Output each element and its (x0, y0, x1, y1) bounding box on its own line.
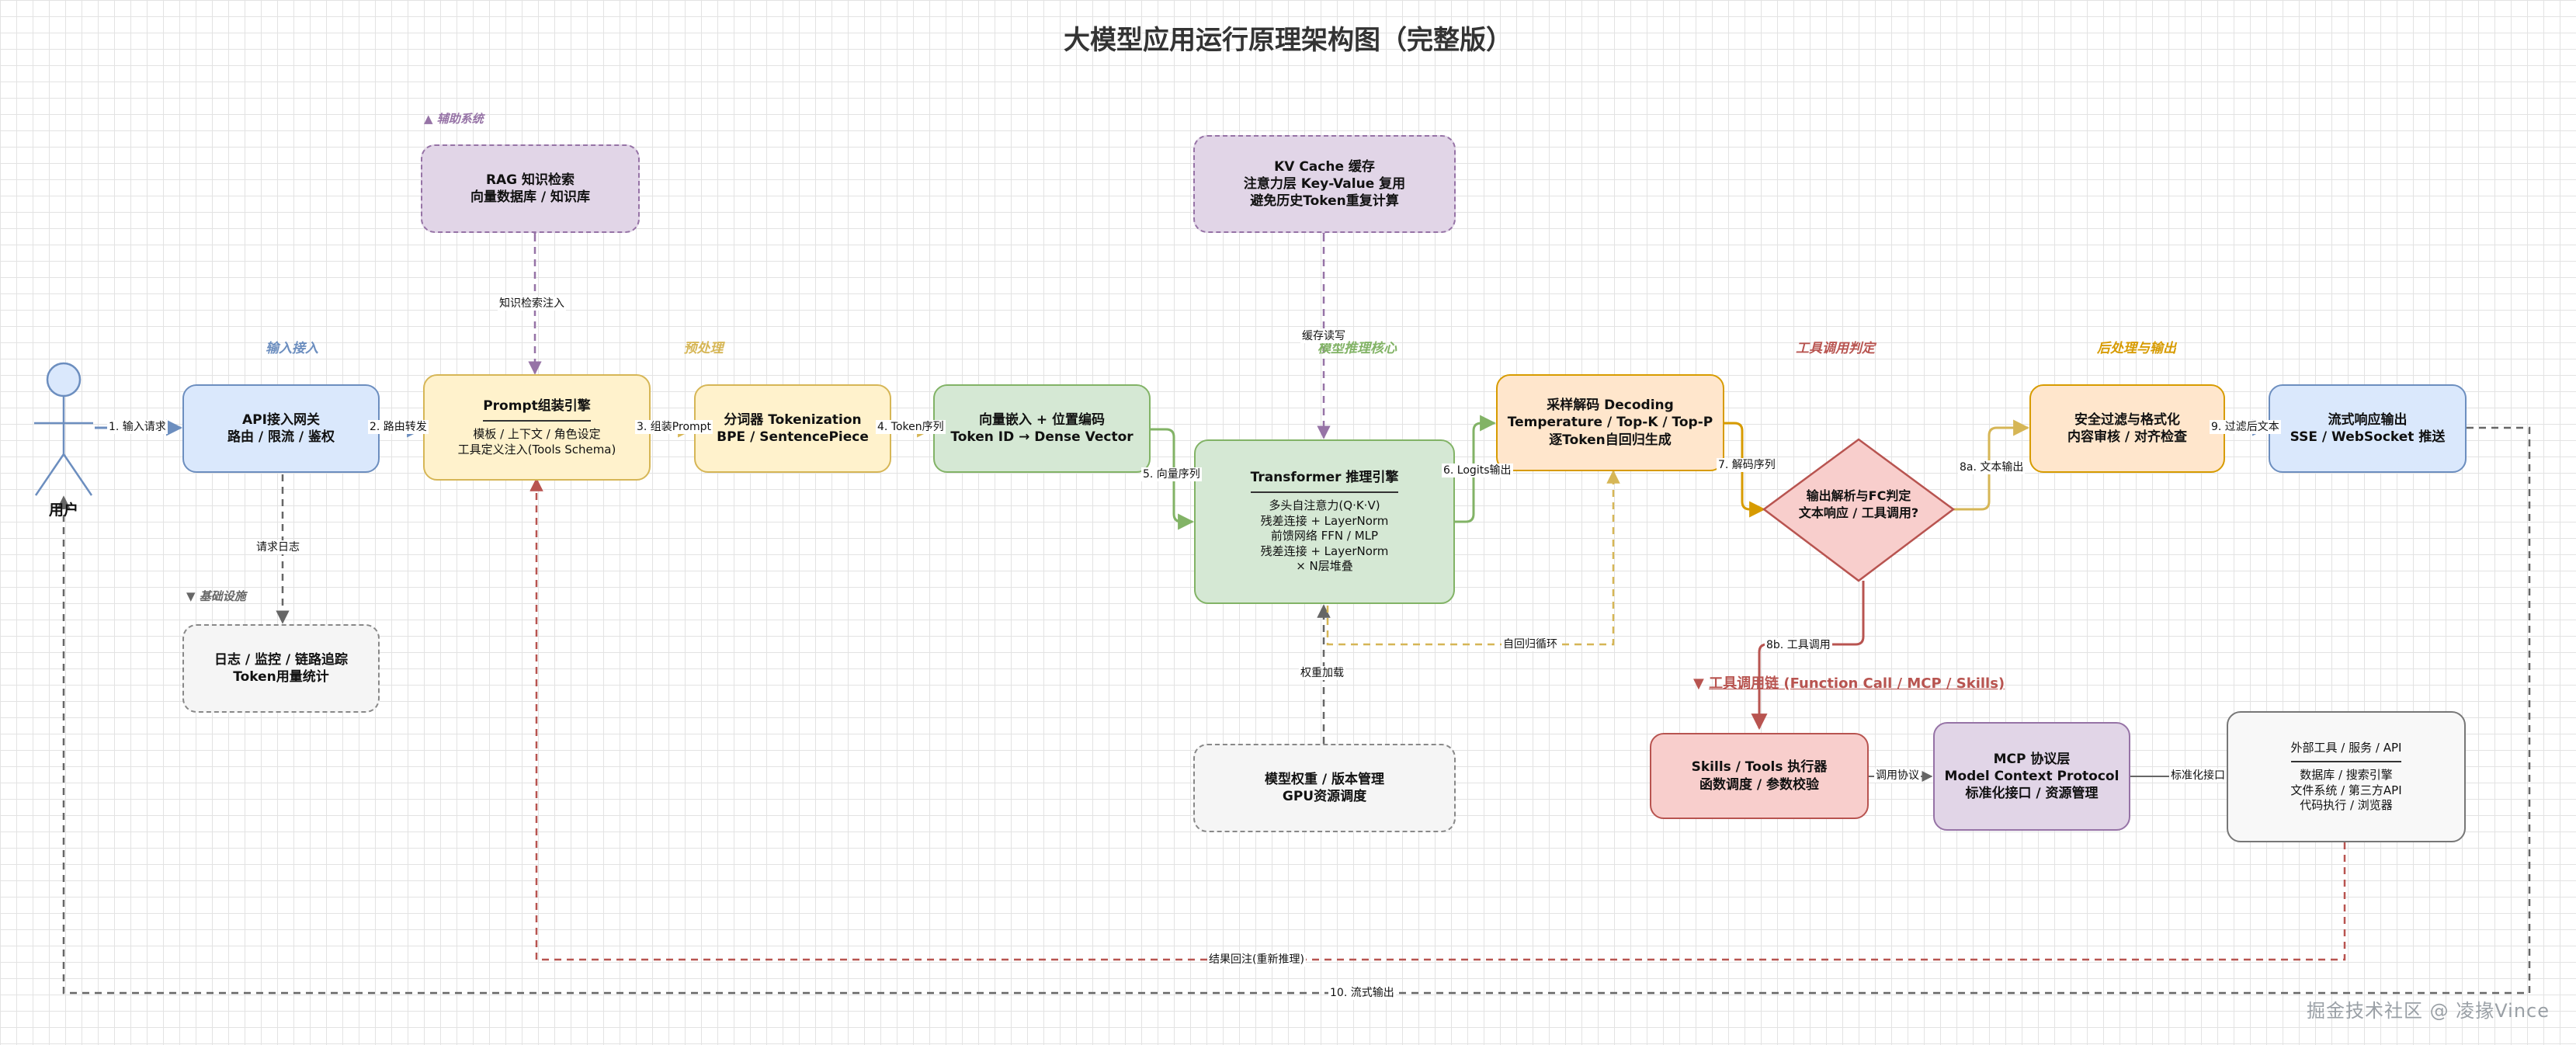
embedding-node: 向量嵌入 + 位置编码 Token ID → Dense Vector (933, 384, 1151, 473)
actor-icon (34, 362, 93, 496)
node-title: KV Cache 缓存 (1274, 158, 1375, 175)
edge-label-assemble-prompt: 3. 组装Prompt (635, 420, 713, 434)
node-line: × N层堆叠 (1296, 559, 1353, 574)
decoding-node: 采样解码 Decoding Temperature / Top-K / Top-… (1496, 374, 1724, 471)
node-title: 模型权重 / 版本管理 (1264, 771, 1385, 787)
page-title: 大模型应用运行原理架构图（完整版） (1064, 25, 1512, 56)
tokenizer-node: 分词器 Tokenization BPE / SentencePiece (694, 384, 891, 473)
node-title: 流式响应输出 (2328, 411, 2408, 428)
node-subtitle: 注意力层 Key-Value 复用 (1243, 175, 1406, 192)
node-subtitle: 向量数据库 / 知识库 (470, 189, 591, 205)
edge-label-tool-call: 8b. 工具调用 (1765, 638, 1832, 652)
node-title: API接入网关 (242, 411, 320, 428)
edge-label-cache-rw: 缓存读写 (1300, 329, 1347, 343)
node-subtitle: Token ID → Dense Vector (950, 429, 1134, 445)
decision-diamond (1762, 438, 1956, 582)
edge-label-standard-interface: 标准化接口 (2169, 769, 2227, 783)
edge-label-stream-output: 10. 流式输出 (1328, 986, 1396, 1000)
node-title: 外部工具 / 服务 / API (2290, 741, 2402, 762)
node-line: 残差连接 + LayerNorm (1260, 513, 1389, 528)
node-line: 模板 / 上下文 / 角色设定 (473, 427, 601, 442)
edge-label-logits-output: 6. Logits输出 (1442, 463, 1513, 477)
node-title: RAG 知识检索 (485, 172, 575, 188)
tool-chain-header: ▼ 工具调用链 (Function Call / MCP / Skills) (1693, 672, 2005, 693)
skills-executor-node: Skills / Tools 执行器 函数调度 / 参数校验 (1650, 733, 1869, 819)
safety-filter-node: 安全过滤与格式化 内容审核 / 对齐检查 (2029, 384, 2225, 473)
node-line: 残差连接 + LayerNorm (1260, 543, 1389, 558)
node-subtitle: SSE / WebSocket 推送 (2290, 429, 2446, 445)
decision-title: 输出解析与FC判定 (1806, 488, 1911, 503)
node-title: 向量嵌入 + 位置编码 (978, 411, 1106, 428)
edge-label-decoded-sequence: 7. 解码序列 (1717, 458, 1777, 472)
edge-tool-call (1751, 581, 1865, 731)
edge-label-knowledge-retrieval: 知识检索注入 (498, 297, 566, 311)
node-subtitle: 函数调度 / 参数校验 (1699, 776, 1820, 793)
node-subtitle: Model Context Protocol (1944, 768, 2119, 784)
collapse-marker-icon: ▼ (1693, 675, 1704, 692)
node-line: 工具定义注入(Tools Schema) (457, 442, 616, 457)
node-subtitle: BPE / SentencePiece (717, 429, 869, 445)
edge-label-weight-loading: 权重加载 (1299, 666, 1345, 680)
node-subtitle: Token用量统计 (233, 669, 329, 685)
section-input: 输入接入 (266, 341, 318, 356)
edge-result-reinjection (529, 477, 2346, 961)
node-title: Prompt组装引擎 (483, 398, 591, 422)
edge-autoregressive-loop (1326, 470, 1620, 646)
edge-label-input-request: 1. 输入请求 (107, 420, 168, 434)
section-tool-decision: 工具调用判定 (1796, 341, 1875, 356)
kv-cache-node: KV Cache 缓存 注意力层 Key-Value 复用 避免历史Token重… (1193, 135, 1456, 233)
section-post: 后处理与输出 (2097, 341, 2176, 356)
mcp-protocol-node: MCP 协议层 Model Context Protocol 标准化接口 / 资… (1933, 722, 2130, 831)
node-title: 采样解码 Decoding (1547, 398, 1674, 414)
node-line: 数据库 / 搜索引擎 (2300, 768, 2393, 782)
node-subtitle: 避免历史Token重复计算 (1250, 193, 1399, 210)
logging-node: 日志 / 监控 / 链路追踪 Token用量统计 (182, 624, 380, 713)
node-title: 安全过滤与格式化 (2074, 411, 2180, 428)
section-infra: ▼ 基础设施 (186, 589, 246, 603)
node-title: MCP 协议层 (1993, 751, 2071, 767)
node-subtitle: 内容审核 / 对齐检查 (2067, 429, 2188, 445)
external-tools-node: 外部工具 / 服务 / API 数据库 / 搜索引擎 文件系统 / 第三方API… (2227, 711, 2466, 842)
decision-subtitle: 文本响应 / 工具调用? (1798, 505, 1919, 521)
rag-node: RAG 知识检索 向量数据库 / 知识库 (421, 144, 640, 233)
node-subtitle: GPU资源调度 (1282, 789, 1367, 804)
edge-label-token-sequence: 4. Token序列 (876, 420, 946, 434)
edge-label-autoregressive: 自回归循环 (1502, 637, 1559, 651)
transformer-node: Transformer 推理引擎 多头自注意力(Q·K·V) 残差连接 + La… (1194, 439, 1455, 604)
edge-label-result-reinjection: 结果回注(重新推理) (1207, 953, 1306, 967)
streaming-output-node: 流式响应输出 SSE / WebSocket 推送 (2269, 384, 2467, 473)
edge-stream-output (57, 426, 2531, 995)
section-aux: ▲ 辅助系统 (424, 112, 484, 126)
prompt-engine-node: Prompt组装引擎 模板 / 上下文 / 角色设定 工具定义注入(Tools … (423, 374, 651, 481)
node-line: 代码执行 / 浏览器 (2300, 798, 2393, 812)
edge-label-route-forward: 2. 路由转发 (368, 420, 429, 434)
node-line: 多头自注意力(Q·K·V) (1269, 498, 1380, 513)
tool-chain-header-text: 工具调用链 (Function Call / MCP / Skills) (1709, 675, 2005, 692)
model-weights-node: 模型权重 / 版本管理 GPU资源调度 (1193, 744, 1456, 832)
edge-label-vector-sequence: 5. 向量序列 (1141, 467, 1202, 481)
edge-label-request-log: 请求日志 (255, 540, 301, 554)
node-subtitle: 标准化接口 / 资源管理 (1965, 786, 2099, 802)
node-subtitle: Temperature / Top-K / Top-P (1507, 415, 1713, 431)
node-title: Transformer 推理引擎 (1250, 469, 1399, 494)
node-title: 日志 / 监控 / 链路追踪 (214, 651, 349, 668)
node-title: 分词器 Tokenization (724, 411, 862, 428)
watermark: 掘金技术社区 @ 凌掾Vince (2307, 1000, 2550, 1022)
section-core: 模型推理核心 (1318, 341, 1397, 356)
edge-label-filtered-text: 9. 过滤后文本 (2210, 420, 2281, 434)
node-line: 文件系统 / 第三方API (2290, 783, 2402, 797)
node-title: Skills / Tools 执行器 (1691, 759, 1828, 776)
node-subtitle: 逐Token自回归生成 (1549, 432, 1672, 448)
node-subtitle: 路由 / 限流 / 鉴权 (227, 429, 335, 445)
section-preprocess: 预处理 (683, 341, 724, 356)
edge-label-call-protocol: 调用协议 (1874, 769, 1921, 783)
node-line: 前馈网络 FFN / MLP (1270, 529, 1379, 543)
user-label: 用户 (48, 502, 79, 519)
api-gateway-node: API接入网关 路由 / 限流 / 鉴权 (182, 384, 380, 473)
edge-label-text-output: 8a. 文本输出 (1958, 460, 2026, 474)
decision-text: 输出解析与FC判定 文本响应 / 工具调用? (1781, 488, 1936, 522)
